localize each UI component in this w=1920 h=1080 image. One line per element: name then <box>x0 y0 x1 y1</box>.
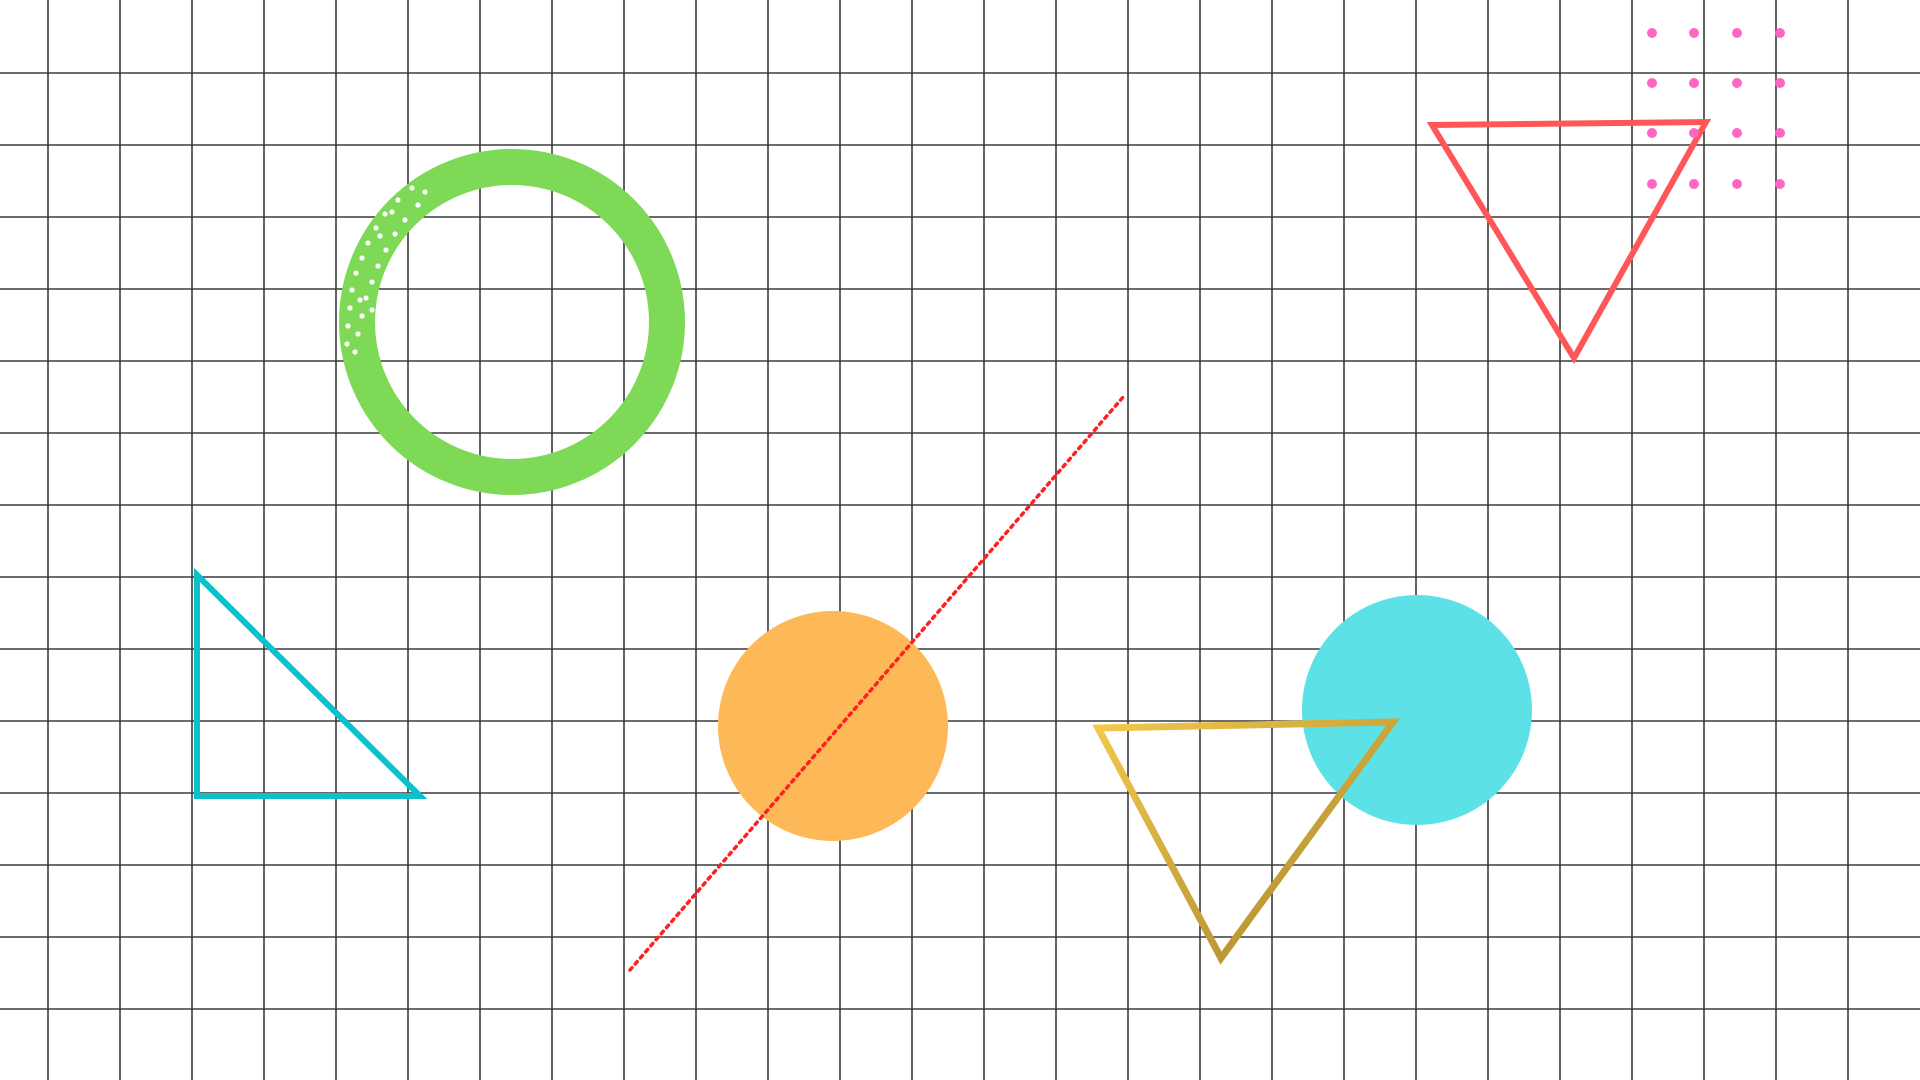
ring-speckle <box>363 295 369 301</box>
pink-dot <box>1689 28 1699 38</box>
pink-dot <box>1775 179 1785 189</box>
ring-speckle <box>357 297 363 303</box>
ring-speckle <box>395 197 401 203</box>
ring-speckle <box>383 247 389 253</box>
teal-right-triangle <box>194 567 428 799</box>
ring-speckle <box>352 349 358 355</box>
ring-speckle <box>373 225 379 231</box>
pink-dot-grid <box>1647 28 1785 189</box>
ring-speckle <box>344 341 350 347</box>
ring-speckle <box>349 287 355 293</box>
pink-dot <box>1647 78 1657 88</box>
ring-speckles <box>344 185 428 355</box>
ring-speckle <box>355 331 361 337</box>
ring-speckle <box>359 313 365 319</box>
ring-speckle <box>382 211 388 217</box>
ring-speckle <box>415 202 421 208</box>
pink-dot <box>1732 179 1742 189</box>
pink-dot <box>1732 128 1742 138</box>
ring-speckle <box>402 217 408 223</box>
pink-dot <box>1689 128 1699 138</box>
ring-speckle <box>409 185 415 191</box>
red-inverted-triangle <box>1426 118 1712 364</box>
ring-speckle <box>392 231 398 237</box>
ring-speckle <box>353 270 359 276</box>
cyan-circle <box>1302 595 1532 825</box>
pink-dot <box>1689 78 1699 88</box>
red-dotted-line <box>628 394 1126 972</box>
pink-dot <box>1647 128 1657 138</box>
ring-speckle <box>359 255 365 261</box>
pink-dot <box>1689 179 1699 189</box>
pink-dot <box>1775 128 1785 138</box>
pink-dot <box>1647 179 1657 189</box>
pink-dot <box>1732 78 1742 88</box>
ring-speckle <box>422 189 428 195</box>
ring-speckle <box>377 233 383 239</box>
orange-circle <box>718 611 948 841</box>
ring-speckle <box>389 209 395 215</box>
ring-speckle <box>365 240 371 246</box>
pink-dot <box>1775 78 1785 88</box>
pink-dot <box>1775 28 1785 38</box>
pink-dot <box>1732 28 1742 38</box>
ring-speckle <box>347 305 353 311</box>
green-ring <box>339 149 685 495</box>
gold-inverted-triangle <box>1092 718 1400 965</box>
ring-speckle <box>369 279 375 285</box>
ring-speckle <box>345 323 351 329</box>
ring-speckle <box>375 263 381 269</box>
pink-dot <box>1647 28 1657 38</box>
ring-speckle <box>369 307 375 313</box>
